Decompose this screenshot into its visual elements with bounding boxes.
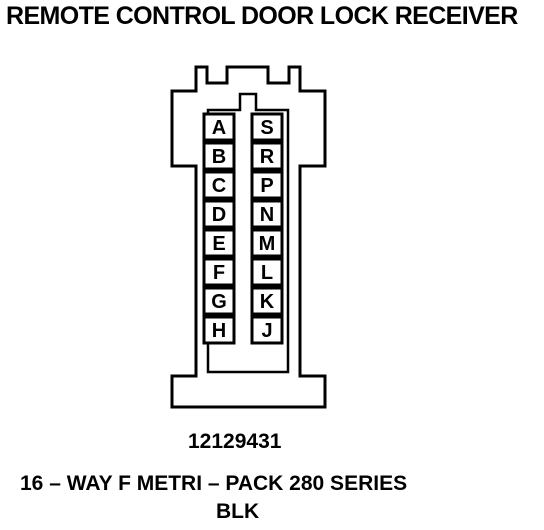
connector-series: 16 – WAY F METRI – PACK 280 SERIES — [20, 472, 408, 495]
pin-cavity-r: R — [250, 141, 284, 171]
pin-box — [202, 199, 236, 229]
pin-box — [202, 170, 236, 200]
pin-box — [202, 286, 236, 316]
pin-box — [202, 315, 236, 345]
pin-label-p: P — [260, 175, 273, 197]
pin-box — [202, 228, 236, 258]
pin-box — [202, 257, 236, 287]
pin-label-g: G — [211, 291, 227, 313]
pin-box — [250, 170, 284, 200]
pin-cavity-g: G — [202, 286, 236, 316]
pin-box — [202, 141, 236, 171]
pin-cavity-p: P — [250, 170, 284, 200]
pin-label-d: D — [212, 204, 226, 226]
pin-label-m: M — [259, 233, 276, 255]
pin-box — [202, 112, 236, 142]
pin-cavity-s: S — [250, 112, 284, 142]
pin-box — [250, 257, 284, 287]
pin-label-n: N — [260, 204, 274, 226]
pin-cavity-n: N — [250, 199, 284, 229]
pin-label-s: S — [260, 117, 273, 139]
pin-cavity-j: J — [250, 315, 284, 345]
pin-cavity-l: L — [250, 257, 284, 287]
pin-cavity-k: K — [250, 286, 284, 316]
pin-box — [250, 199, 284, 229]
connector-housing — [170, 65, 327, 409]
pin-box — [250, 228, 284, 258]
pin-cavity-m: M — [250, 228, 284, 258]
pin-label-e: E — [212, 233, 225, 255]
pin-label-l: L — [261, 262, 273, 284]
pin-box — [250, 315, 284, 345]
pin-label-c: C — [212, 175, 226, 197]
diagram-title: REMOTE CONTROL DOOR LOCK RECEIVER — [6, 2, 518, 30]
pin-label-h: H — [212, 320, 226, 342]
pin-label-b: B — [212, 146, 226, 168]
pin-label-f: F — [213, 262, 225, 284]
pin-label-k: K — [260, 291, 275, 313]
pin-box — [250, 286, 284, 316]
pin-cavity-d: D — [202, 199, 236, 229]
connector-color: BLK — [216, 500, 260, 523]
pin-label-j: J — [261, 320, 272, 342]
pin-cavity-a: A — [202, 112, 236, 142]
pin-cavity-c: C — [202, 170, 236, 200]
pin-label-r: R — [260, 146, 275, 168]
part-number: 12129431 — [188, 430, 282, 453]
pin-box — [250, 141, 284, 171]
pin-cavity-f: F — [202, 257, 236, 287]
pin-cavity-b: B — [202, 141, 236, 171]
pin-cavity-e: E — [202, 228, 236, 258]
pin-box — [250, 112, 284, 142]
pin-label-a: A — [212, 117, 226, 139]
pin-cavity-h: H — [202, 315, 236, 345]
